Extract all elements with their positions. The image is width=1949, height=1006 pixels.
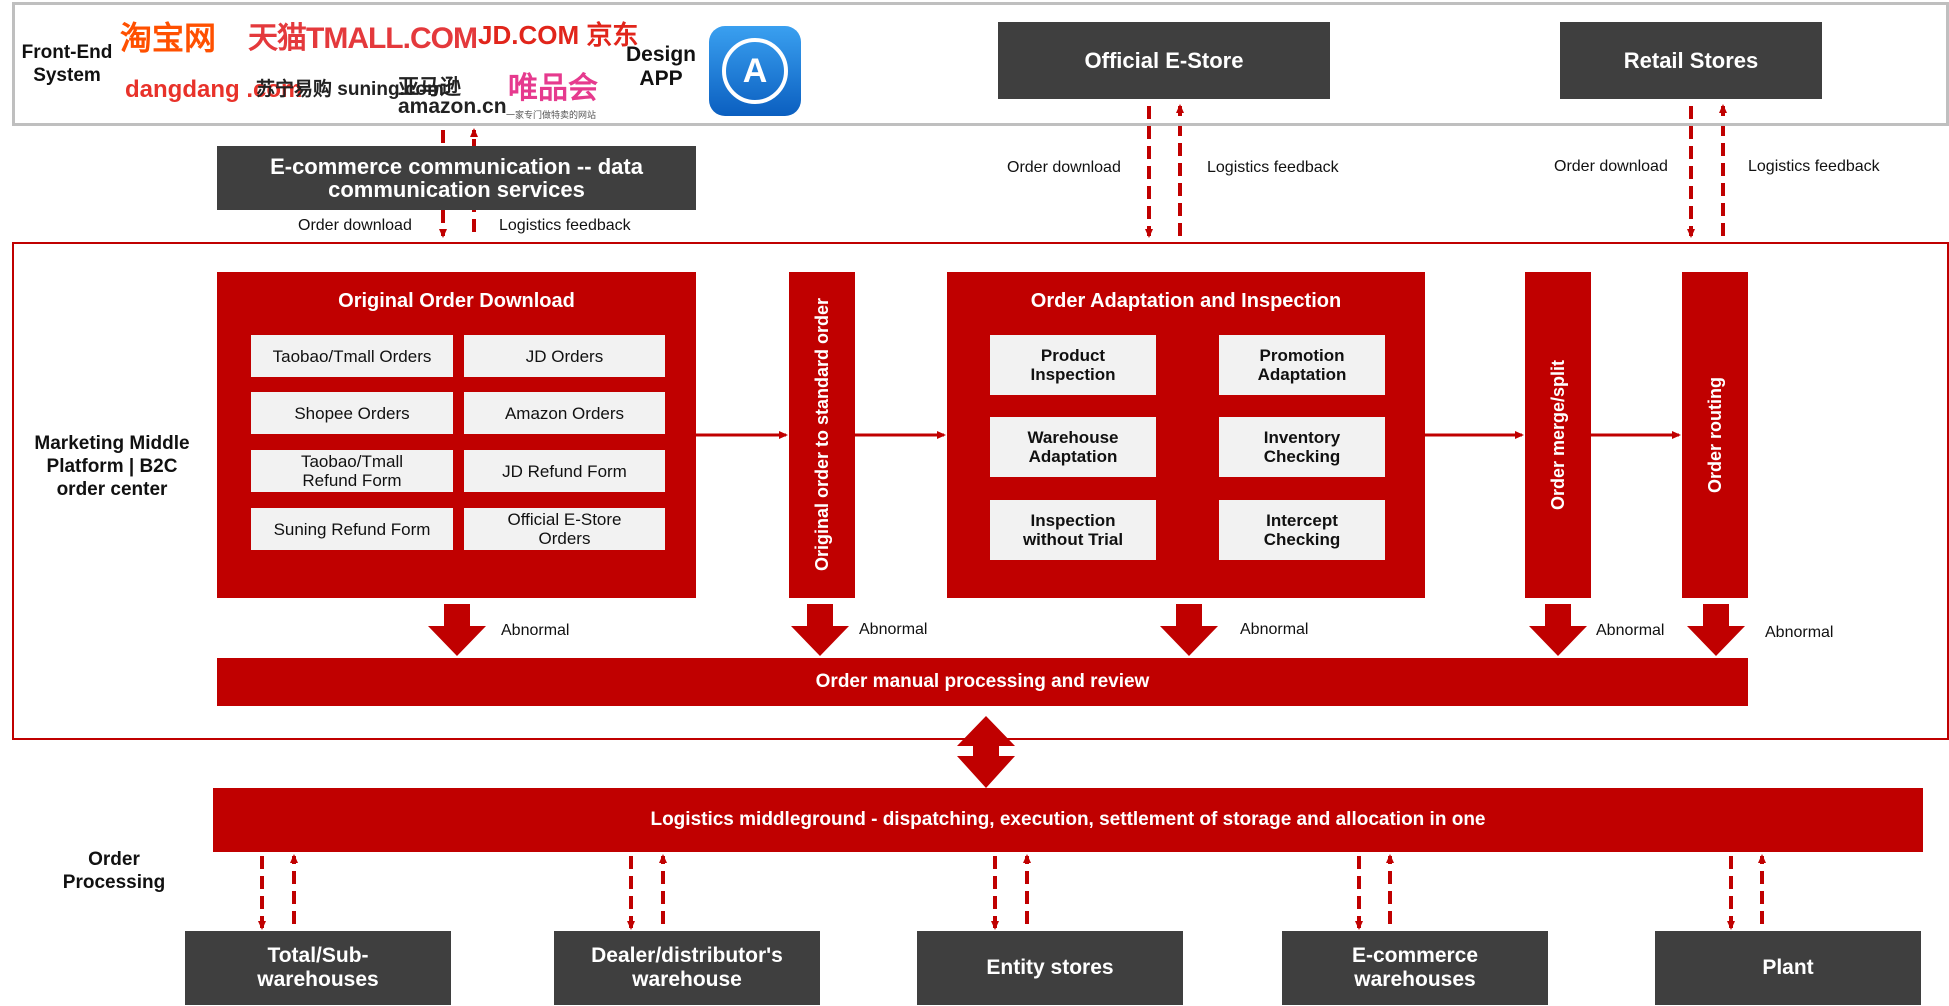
destination-box: Dealer/distributor's warehouse xyxy=(554,931,820,1005)
destination-box: E-commerce warehouses xyxy=(1282,931,1548,1005)
inspection-item: Intercept Checking xyxy=(1219,500,1385,560)
abnormal-arrow xyxy=(1160,604,1218,656)
order-routing-bar: Order routing xyxy=(1682,272,1748,598)
jd-logo: JD.COM 京东 xyxy=(478,20,639,50)
abnormal-label: Abnormal xyxy=(1596,622,1665,639)
order-merge-split-label: Order merge/split xyxy=(1547,359,1568,511)
inspection-item: Product Inspection xyxy=(990,335,1156,395)
vip-tagline: 一家专门做特卖的网站 xyxy=(506,110,597,120)
inspection-item: Promotion Adaptation xyxy=(1219,335,1385,395)
order-processing-label: Order Processing xyxy=(62,849,166,893)
destination-box: Entity stores xyxy=(917,931,1183,1005)
tmall-logo: 天猫TMALL.COM xyxy=(248,22,478,55)
taobao-logo: 淘宝网 xyxy=(120,20,217,56)
order-item: Taobao/Tmall Refund Form xyxy=(251,450,453,492)
order-download-label: Order download xyxy=(298,217,412,234)
abnormal-label: Abnormal xyxy=(1765,624,1834,641)
inspection-item: Inspection without Trial xyxy=(990,500,1156,560)
order-routing-label: Order routing xyxy=(1704,377,1725,493)
amazon-logo: 亚马逊 amazon.cn xyxy=(398,76,507,118)
abnormal-label: Abnormal xyxy=(859,621,928,638)
inspection-item: Inventory Checking xyxy=(1219,417,1385,477)
order-item: JD Refund Form xyxy=(464,450,665,492)
official-estore-box: Official E-Store xyxy=(998,22,1330,99)
logistics-feedback-label: Logistics feedback xyxy=(499,217,631,234)
app-store-icon: A xyxy=(709,26,801,116)
order-merge-split-bar: Order merge/split xyxy=(1525,272,1591,598)
abnormal-label: Abnormal xyxy=(501,622,570,639)
frontend-system-frame xyxy=(12,2,1949,126)
logistics-feedback-label: Logistics feedback xyxy=(1748,158,1880,175)
manual-processing-bar: Order manual processing and review xyxy=(217,658,1748,706)
to-standard-order-bar: Original order to standard order xyxy=(789,272,855,598)
retail-stores-box: Retail Stores xyxy=(1560,22,1822,99)
order-download-label: Order download xyxy=(1554,158,1668,175)
logistics-middleground-bar: Logistics middleground - dispatching, ex… xyxy=(213,788,1923,852)
order-item: Taobao/Tmall Orders xyxy=(251,335,453,377)
order-item: Shopee Orders xyxy=(251,392,453,434)
abnormal-arrow xyxy=(428,604,486,656)
to-standard-order-label: Original order to standard order xyxy=(811,298,832,572)
inspection-item: Warehouse Adaptation xyxy=(990,417,1156,477)
order-adaptation-title: Order Adaptation and Inspection xyxy=(1030,289,1342,312)
vip-logo: 唯品会 xyxy=(508,72,598,105)
order-item: Suning Refund Form xyxy=(251,508,453,550)
marketing-platform-frame xyxy=(12,242,1949,740)
order-download-label: Order download xyxy=(1007,159,1121,176)
abnormal-arrow xyxy=(791,604,849,656)
abnormal-arrow xyxy=(1529,604,1587,656)
ecommerce-communication-box: E-commerce communication -- data communi… xyxy=(217,146,696,210)
suning-logo: 苏宁易购 suning.com xyxy=(256,79,444,100)
destination-box: Total/Sub-warehouses xyxy=(185,931,451,1005)
abnormal-arrow xyxy=(1687,604,1745,656)
dangdang-logo: dangdang .com xyxy=(125,76,303,103)
logistics-feedback-label: Logistics feedback xyxy=(1207,159,1339,176)
order-item: Amazon Orders xyxy=(464,392,665,434)
original-order-download-title: Original Order Download xyxy=(338,289,575,312)
order-item: Official E-Store Orders xyxy=(464,508,665,550)
design-app-label: Design APP xyxy=(625,43,696,90)
platform-logistics-double-arrow xyxy=(957,716,1015,788)
order-item: JD Orders xyxy=(464,335,665,377)
destination-box: Plant xyxy=(1655,931,1921,1005)
abnormal-label: Abnormal xyxy=(1240,621,1309,638)
frontend-system-label: Front-End System xyxy=(21,42,113,86)
marketing-platform-label: Marketing Middle Platform | B2C order ce… xyxy=(34,432,190,500)
